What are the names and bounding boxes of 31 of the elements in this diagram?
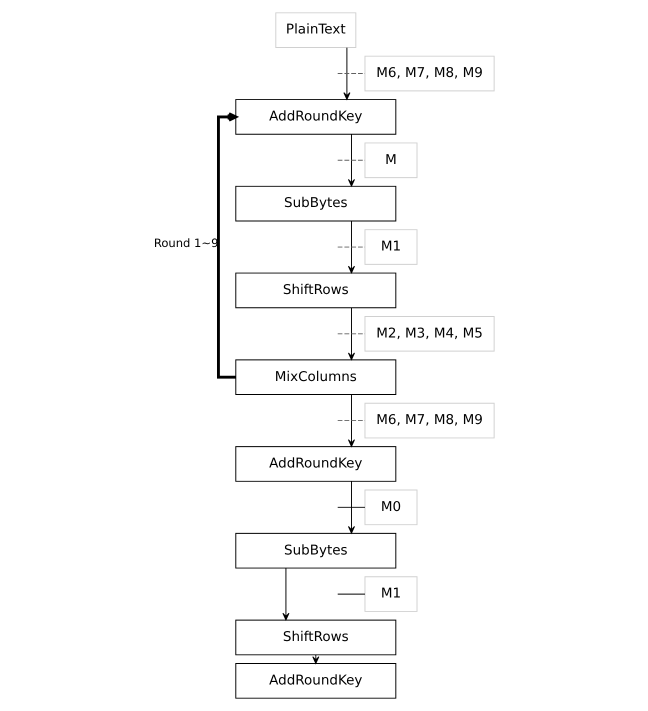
node-box: PlainText: [275, 12, 356, 48]
node-box: SubBytes: [235, 532, 396, 569]
arrow: [217, 112, 238, 379]
arrow: [282, 568, 290, 620]
node-box: ShiftRows: [235, 272, 396, 308]
arrow: [343, 47, 350, 100]
arrow: [348, 134, 355, 187]
connector: [337, 160, 366, 161]
node-box: AddRoundKey: [235, 99, 396, 135]
arrow: [348, 220, 355, 274]
arrow: [348, 394, 355, 447]
node-box: M0: [364, 490, 418, 526]
connector: [337, 73, 366, 74]
node-box: M6, M7, M8, M9: [364, 56, 495, 92]
node-box: AddRoundKey: [235, 663, 396, 699]
arrow: [348, 481, 355, 534]
node-box: MixColumns: [235, 359, 396, 396]
arrow: [348, 308, 355, 360]
connector: [337, 420, 366, 422]
node-box: M6, M7, M8, M9: [364, 402, 495, 438]
node-box: M1: [364, 229, 418, 265]
connector: [337, 246, 366, 248]
node-box: M2, M3, M4, M5: [364, 316, 495, 352]
node-box: M: [364, 142, 418, 178]
node-box: M1: [364, 576, 418, 612]
node-box: AddRoundKey: [235, 446, 396, 482]
connector: [337, 594, 366, 595]
connector: [337, 333, 366, 334]
connector: [337, 506, 366, 508]
node-box: ShiftRows: [235, 620, 396, 656]
node-box: SubBytes: [235, 186, 396, 222]
